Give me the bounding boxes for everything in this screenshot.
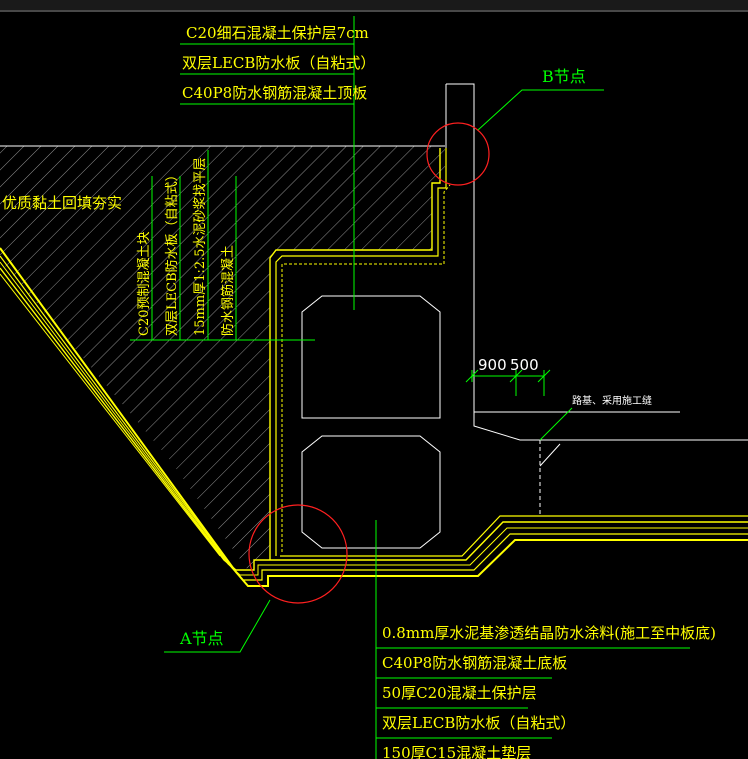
dim-right: 500	[510, 356, 539, 374]
bottom-label-4: 双层LECB防水板（自粘式）	[382, 714, 575, 732]
openings	[301, 295, 441, 549]
top-label-1: C20细石混凝土保护层7cm	[186, 24, 369, 42]
backfill-label: 优质黏土回填夯实	[2, 194, 122, 212]
bottom-label-5: 150厚C15混凝土垫层	[382, 744, 531, 759]
node-b-label: B节点	[542, 67, 586, 86]
concrete-body	[445, 83, 748, 516]
wall-label-4: 防水钢筋混凝土	[220, 245, 236, 336]
wall-label-1: C20预制混凝土块	[136, 232, 152, 337]
bottom-label-3: 50厚C20混凝土保护层	[382, 684, 537, 702]
leader-lines	[130, 16, 690, 759]
wall-label-2: 双层LECB防水板（自粘式）	[164, 168, 180, 336]
window-top-strip	[0, 0, 748, 12]
lower-opening	[301, 435, 441, 549]
node-a-circle	[248, 504, 348, 604]
wall-labels: C20预制混凝土块 双层LECB防水板（自粘式） 15mm厚1:2.5水泥砂浆找…	[136, 157, 236, 336]
top-label-2: 双层LECB防水板（自粘式）	[182, 54, 375, 72]
road-note: 路基、采用施工缝	[572, 394, 652, 407]
upper-opening	[301, 295, 441, 419]
structure-outline	[0, 148, 748, 587]
node-a-label: A节点	[179, 629, 224, 648]
dim-left: 900	[478, 356, 507, 374]
wall-label-3: 15mm厚1:2.5水泥砂浆找平层	[193, 157, 208, 336]
top-label-3: C40P8防水钢筋混凝土顶板	[182, 84, 367, 102]
bottom-label-1: 0.8mm厚水泥基渗透结晶防水涂料(施工至中板底)	[382, 624, 716, 642]
bottom-label-2: C40P8防水钢筋混凝土底板	[382, 654, 567, 672]
node-b-circle	[426, 122, 490, 186]
